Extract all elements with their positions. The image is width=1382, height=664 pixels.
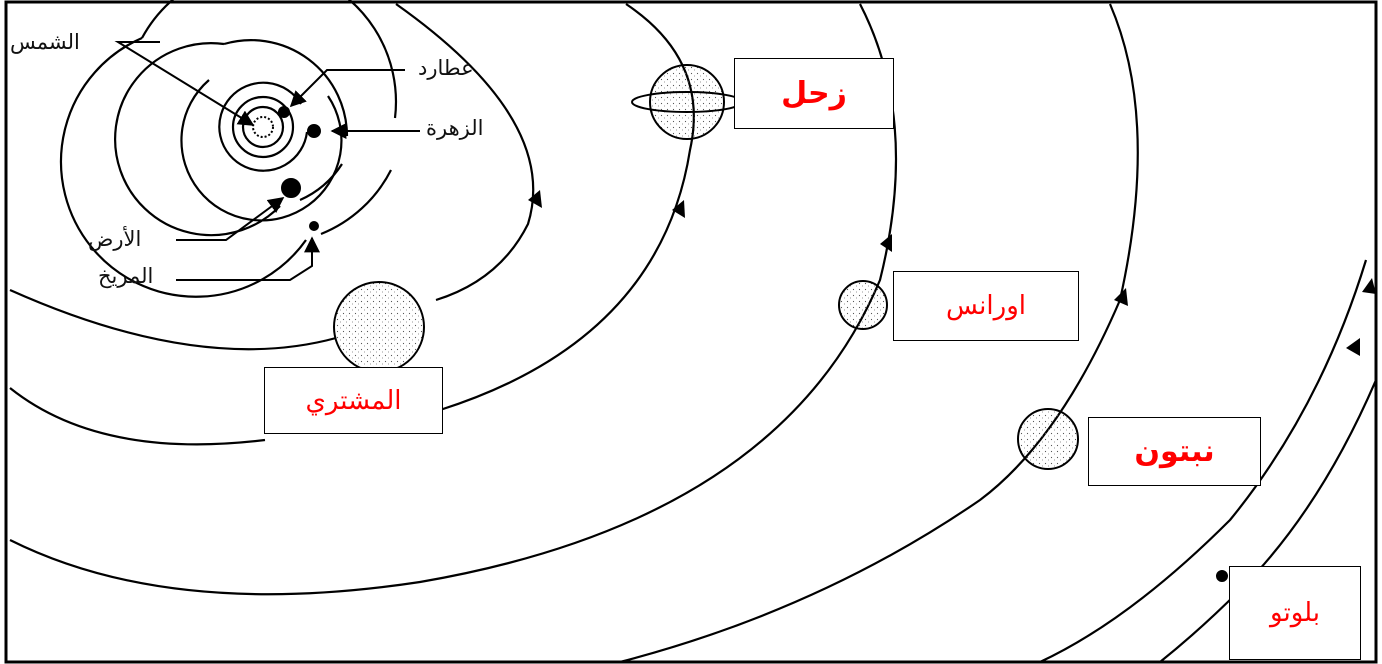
orbit-jupiter-lower — [9, 288, 337, 351]
sun-ring-2 — [231, 95, 295, 159]
label-sun: الشمس — [10, 30, 80, 54]
venus — [307, 124, 321, 138]
box-saturn: زحل — [734, 58, 894, 129]
leader-earth — [176, 197, 285, 241]
uranus — [838, 280, 888, 330]
arrow-neptune — [1114, 288, 1128, 306]
planets — [252, 64, 1228, 582]
label-mars: المريخ — [98, 264, 154, 288]
label-earth: الأرض — [88, 227, 142, 251]
box-neptune: نبتون — [1088, 417, 1261, 486]
leader-mars — [176, 236, 320, 281]
orbit-pluto — [1039, 259, 1368, 663]
arrow-saturn — [672, 200, 685, 218]
orbit-mars-3 — [59, 36, 307, 298]
jupiter — [333, 281, 425, 373]
mercury — [278, 106, 290, 118]
arrow-pluto-outer — [1362, 278, 1376, 294]
orbit-saturn-lower — [9, 387, 266, 446]
neptune — [1017, 408, 1079, 470]
arrow-uranus — [880, 234, 892, 252]
orbit-mars-2 — [320, 169, 392, 236]
pluto — [1216, 570, 1228, 582]
box-pluto: بلوتو — [1229, 566, 1361, 660]
orbit-jupiter — [395, 3, 535, 302]
saturn — [649, 64, 725, 140]
arrow-pluto — [1346, 338, 1360, 356]
mars — [309, 221, 319, 231]
orbit-arrows — [528, 190, 1376, 356]
sun — [252, 116, 274, 138]
orbit-venus — [180, 79, 343, 222]
orbit-mars — [141, 0, 398, 119]
label-mercury: عطارد — [418, 56, 474, 80]
orbit-saturn — [439, 3, 695, 412]
orbit-earth-3 — [114, 42, 281, 237]
leader-sun — [114, 41, 255, 126]
earth — [281, 178, 301, 198]
box-jupiter: المشتري — [264, 367, 443, 434]
orbit-uranus — [9, 3, 898, 596]
orbits — [9, 0, 1378, 664]
label-venus: الزهرة — [426, 116, 484, 140]
orbit-earth — [223, 39, 349, 137]
orbit-mercury — [218, 81, 309, 172]
leader-mercury — [289, 69, 405, 108]
box-uranus: اورانس — [893, 271, 1079, 341]
orbit-earth-2 — [299, 163, 343, 202]
leader-lines — [114, 41, 420, 281]
sun-ring-1 — [241, 105, 285, 149]
frame-border — [4, 0, 1378, 664]
arrow-jupiter — [528, 190, 542, 208]
